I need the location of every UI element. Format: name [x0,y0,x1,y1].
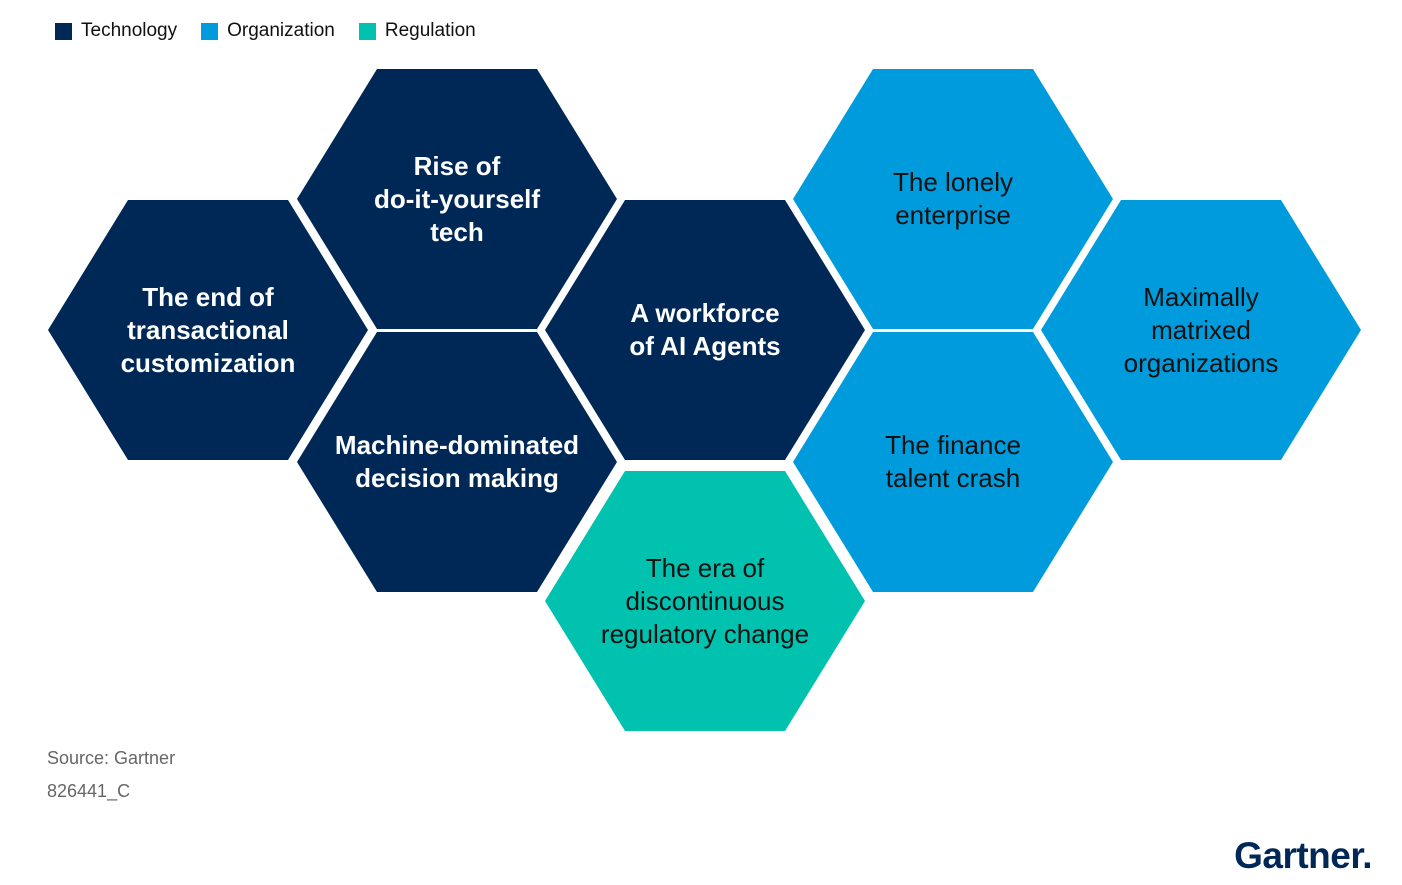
legend-item-regulation: Regulation [358,20,476,42]
legend: Technology Organization Regulation [55,20,500,42]
gartner-logo: Gartner. [1234,835,1372,876]
hex-label: A workforce of AI Agents [629,298,781,361]
hex-label: Rise of do-it-yourself tech [373,150,541,247]
legend-swatch-organization [201,22,219,40]
legend-label-regulation: Regulation [384,20,476,41]
hex-end-of-transactional-customization: The end of transactional customization [48,200,368,460]
legend-swatch-technology [55,22,72,40]
source-note: Source: Gartner [47,748,176,768]
hex-label: Machine-dominated decision making [334,430,580,493]
hex-label: The lonely enterprise [893,167,1013,230]
legend-item-technology: Technology [55,20,177,42]
hex-workforce-of-ai-agents: A workforce of AI Agents [545,200,865,460]
legend-label-organization: Organization [227,20,335,41]
hex-label: Maximally matrixed organizations [1123,281,1279,378]
hex-finance-talent-crash: The finance talent crash [793,332,1113,592]
hex-label: The end of transactional customization [120,281,296,378]
hex-label: The era of discontinuous regulatory chan… [600,552,810,649]
hex-maximally-matrixed-organizations: Maximally matrixed organizations [1041,200,1361,460]
hex-era-of-discontinuous-regulatory-change: The era of discontinuous regulatory chan… [545,471,865,731]
legend-label-technology: Technology [81,20,178,41]
hex-rise-of-diy-tech: Rise of do-it-yourself tech [297,69,617,329]
legend-swatch-regulation [358,22,376,40]
hex-label: The finance talent crash [885,430,1021,493]
hex-lonely-enterprise: The lonely enterprise [793,69,1113,329]
hex-machine-dominated-decision-making: Machine-dominated decision making [297,332,617,592]
legend-item-organization: Organization [201,20,335,42]
document-code: 826441_C [47,781,131,801]
